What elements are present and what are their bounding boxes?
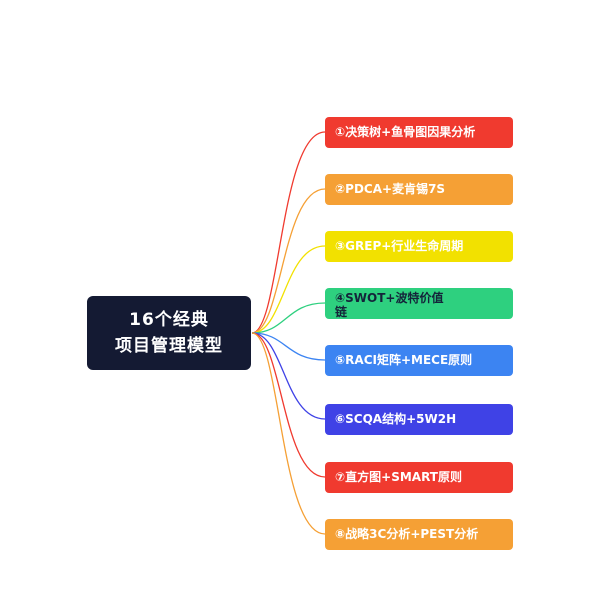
branch-node-5[interactable]: ⑤RACI矩阵+MECE原则 [325, 345, 513, 376]
connector-3 [251, 245, 326, 334]
branch-node-4[interactable]: ④SWOT+波特价值链 [325, 288, 513, 319]
branch-node-6[interactable]: ⑥SCQA结构+5W2H [325, 404, 513, 435]
connector-7 [251, 332, 326, 478]
branch-node-7[interactable]: ⑦直方图+SMART原则 [325, 462, 513, 493]
branch-node-2[interactable]: ②PDCA+麦肯锡7S [325, 174, 513, 205]
branch-node-1[interactable]: ①决策树+鱼骨图因果分析 [325, 117, 513, 148]
root-node[interactable]: 16个经典 项目管理模型 [87, 296, 251, 370]
branch-node-3[interactable]: ③GREP+行业生命周期 [325, 231, 513, 262]
branch-node-8[interactable]: ⑧战略3C分析+PEST分析 [325, 519, 513, 550]
connector-1 [251, 131, 326, 334]
connector-8 [251, 332, 326, 535]
connector-4 [251, 302, 326, 334]
connector-6 [251, 332, 326, 420]
root-title-line-2: 项目管理模型 [115, 336, 223, 356]
connector-2 [251, 188, 326, 334]
connector-5 [251, 332, 326, 361]
root-title-line-1: 16个经典 [129, 310, 209, 330]
